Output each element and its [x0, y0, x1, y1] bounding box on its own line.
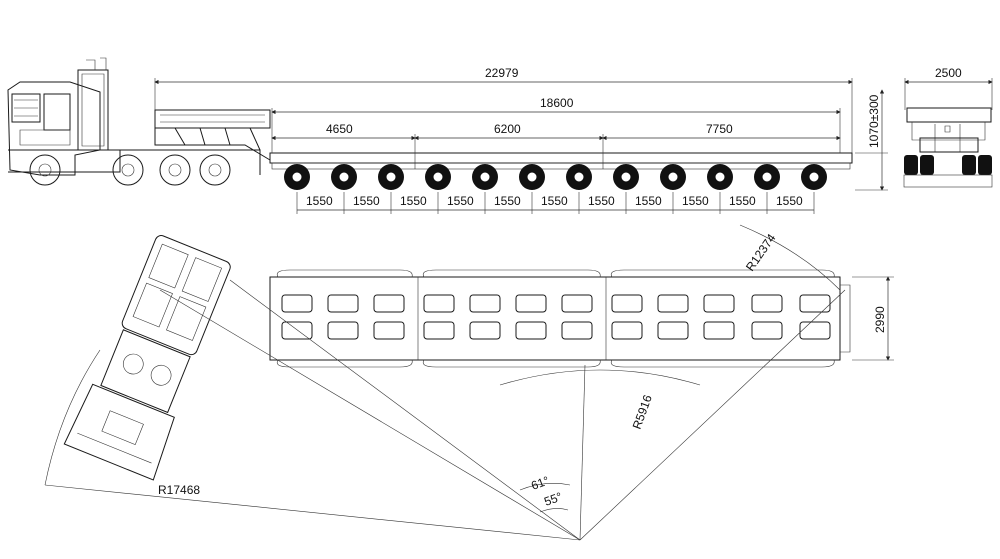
trailer-wheel	[519, 164, 545, 190]
top-tractor	[63, 235, 231, 481]
axle-spacing-label: 1550	[682, 194, 709, 208]
gooseneck	[154, 109, 271, 161]
radius-inner-label: R5916	[630, 393, 655, 431]
trailer-wheel	[754, 164, 780, 190]
axle-spacing-label: 1550	[541, 194, 568, 208]
deck-width-label: 2990	[873, 306, 887, 333]
deck-height-label: 1070±300	[867, 94, 881, 148]
top-view: 2990 R12374 R5916 R17468 61° 55°	[44, 224, 894, 541]
axle-spacing-label: 1550	[729, 194, 756, 208]
trailer-wheel	[284, 164, 310, 190]
axle-spacing-label: 1550	[447, 194, 474, 208]
trailer-wheel	[801, 164, 827, 190]
axle-spacing-label: 1550	[306, 194, 333, 208]
angle-2-label: 55°	[542, 489, 564, 508]
trailer-wheel	[613, 164, 639, 190]
tractor-cab	[7, 57, 261, 176]
overall-length-dimension: 22979	[154, 66, 853, 153]
trailer-wheel	[472, 164, 498, 190]
rear-tires	[903, 155, 993, 188]
top-trailer	[269, 269, 851, 368]
deck-length-label: 18600	[540, 96, 574, 110]
deck-length-dimension: 18600	[271, 96, 841, 115]
tractor-wheels	[29, 154, 231, 186]
trailer-deck	[269, 152, 853, 170]
axle-spacing-label: 1550	[353, 194, 380, 208]
axle-spacing-label: 1550	[588, 194, 615, 208]
trailer-wheel	[566, 164, 592, 190]
axle-spacing-label: 1550	[635, 194, 662, 208]
rear-width-label: 2500	[935, 66, 962, 80]
trailer-wheel	[331, 164, 357, 190]
wheel-pads	[281, 294, 831, 340]
side-view: 22979 18600 4650 6200 7750 1070±300	[7, 57, 888, 214]
radius-outer-front-label: R12374	[743, 231, 779, 274]
segment-3-label: 7750	[706, 122, 733, 136]
axle-spacing-label: 1550	[776, 194, 803, 208]
rear-view: 2500	[903, 66, 993, 188]
segment-1-label: 4650	[326, 122, 353, 136]
overall-length-label: 22979	[485, 66, 519, 80]
axle-spacing-label: 1550	[400, 194, 427, 208]
radius-tractor-label: R17468	[158, 483, 200, 497]
turning-geometry	[44, 224, 846, 541]
segment-2-label: 6200	[494, 122, 521, 136]
segment-dimensions: 4650 6200 7750	[271, 108, 841, 153]
axle-spacing-label: 1550	[494, 194, 521, 208]
trailer-wheel	[425, 164, 451, 190]
angle-1-label: 61°	[529, 473, 551, 492]
trailer-wheel	[378, 164, 404, 190]
deck-width-dimension: 2990	[852, 276, 894, 361]
deck-height-dimension: 1070±300	[855, 89, 888, 191]
trailer-wheel	[707, 164, 733, 190]
trailer-wheels	[284, 164, 827, 190]
axle-spacing-dimensions: 1550 1550 1550 1550 1550 1550 1550 1550 …	[296, 192, 815, 214]
trailer-wheel	[660, 164, 686, 190]
